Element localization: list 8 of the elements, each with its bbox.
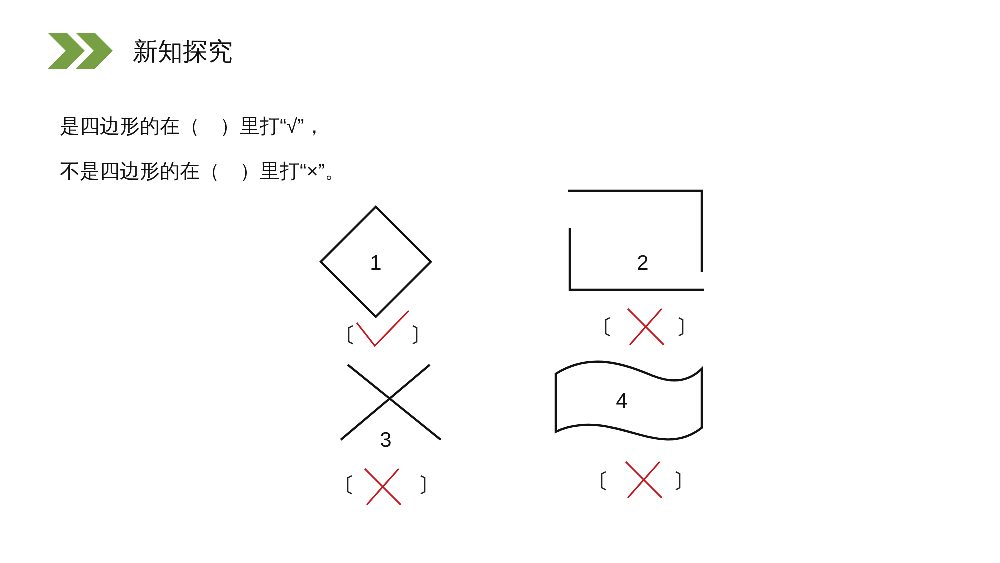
- shape-number: 2: [637, 252, 649, 276]
- instruction-text: 不是四边形的在（ ）里打“×”。: [60, 160, 345, 185]
- shape-number: 4: [616, 390, 628, 414]
- instruction-text: 是四边形的在（ ）里打“√”，: [60, 115, 324, 140]
- title: 新知探究: [133, 37, 233, 68]
- diamond-shape: [319, 205, 433, 319]
- shape-number: 1: [370, 252, 382, 276]
- shape-number: 3: [380, 429, 392, 453]
